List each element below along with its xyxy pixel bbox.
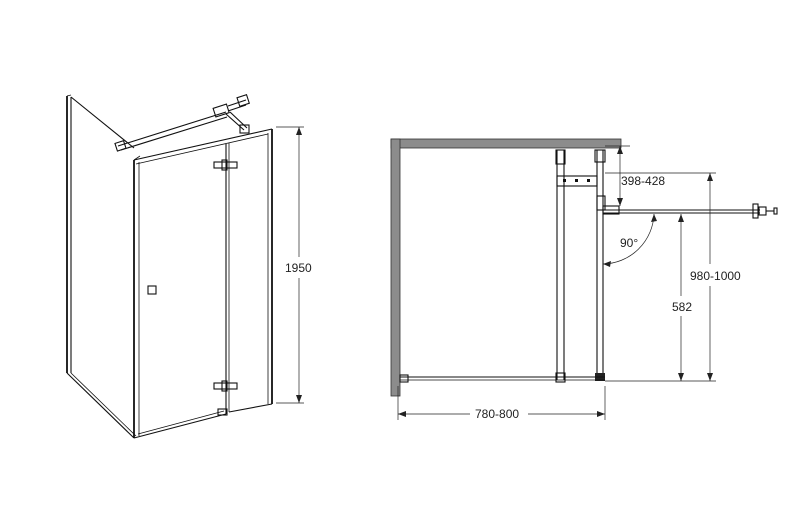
width-label: 780-800 <box>475 407 519 421</box>
perspective-view: 1950 <box>66 93 312 439</box>
angle-label: 90° <box>620 236 638 250</box>
panel-dimension <box>678 214 684 381</box>
door-plan <box>594 149 606 381</box>
panel-label: 582 <box>672 300 692 314</box>
swing-arc <box>602 213 657 267</box>
open-door-plan <box>602 203 778 219</box>
stabilizer-bar <box>114 93 250 152</box>
door-width-label: 398-428 <box>621 174 665 188</box>
upper-hinge <box>213 159 238 171</box>
plan-view: 90° 398-428 980-1000 582 <box>390 138 778 421</box>
front-frame <box>133 128 273 439</box>
lower-hinge <box>213 380 238 392</box>
depth-label: 980-1000 <box>690 269 741 283</box>
stabilizer-plan <box>556 175 598 187</box>
door-knob <box>147 285 157 295</box>
side-glass-panel <box>66 94 137 439</box>
walls <box>390 138 622 397</box>
height-label: 1950 <box>285 261 312 275</box>
depth-dimension <box>605 172 716 382</box>
bottom-seal <box>217 408 228 416</box>
door-width-dimension <box>605 145 630 206</box>
width-dimension <box>397 386 606 420</box>
tray-line <box>399 374 605 383</box>
height-dimension <box>276 126 304 404</box>
